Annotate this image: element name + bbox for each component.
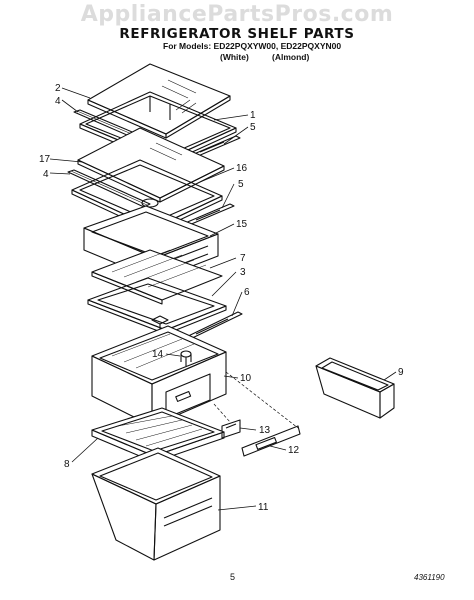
deli-drawer — [91, 325, 227, 427]
callout-14: 14 — [152, 349, 164, 360]
crisper-cover — [91, 407, 225, 463]
assembly-guides — [213, 371, 299, 429]
callout-13: 13 — [259, 425, 271, 436]
watermark-text: AppliancePartsPros.com — [80, 2, 394, 27]
diagram-title: REFRIGERATOR SHELF PARTS — [119, 26, 355, 42]
control-cover — [241, 425, 301, 457]
callout-4-lower: 4 — [43, 169, 49, 180]
leader-lines — [49, 87, 397, 511]
callout-7: 7 — [240, 253, 246, 264]
document-number: 4361190 — [414, 573, 445, 582]
callout-8: 8 — [64, 459, 70, 470]
callout-5-lower: 5 — [238, 179, 244, 190]
shelf-trim-middle — [67, 169, 151, 208]
color-white-label: (White) — [220, 52, 249, 62]
callout-12: 12 — [288, 445, 300, 456]
callout-2: 2 — [55, 83, 61, 94]
callout-5-upper: 5 — [250, 122, 256, 133]
control-knob — [180, 350, 192, 366]
callout-15: 15 — [236, 219, 248, 230]
crisper-drawer — [91, 447, 221, 561]
storage-bin — [315, 357, 395, 419]
callout-10: 10 — [240, 373, 252, 384]
callout-17: 17 — [39, 154, 51, 165]
glass-shelf-top — [87, 63, 231, 139]
label-clip — [221, 419, 241, 439]
callout-11: 11 — [258, 502, 269, 513]
callout-6: 6 — [244, 287, 250, 298]
color-almond-label: (Almond) — [272, 52, 310, 62]
glass-insert — [91, 249, 223, 305]
callout-16: 16 — [236, 163, 248, 174]
page-number: 5 — [230, 572, 236, 582]
callout-9: 9 — [398, 367, 404, 378]
callout-3: 3 — [240, 267, 246, 278]
callout-1: 1 — [250, 110, 256, 121]
models-line: For Models: ED22PQXYW00, ED22PQXYN00 — [163, 41, 342, 51]
callout-4-upper: 4 — [55, 96, 61, 107]
